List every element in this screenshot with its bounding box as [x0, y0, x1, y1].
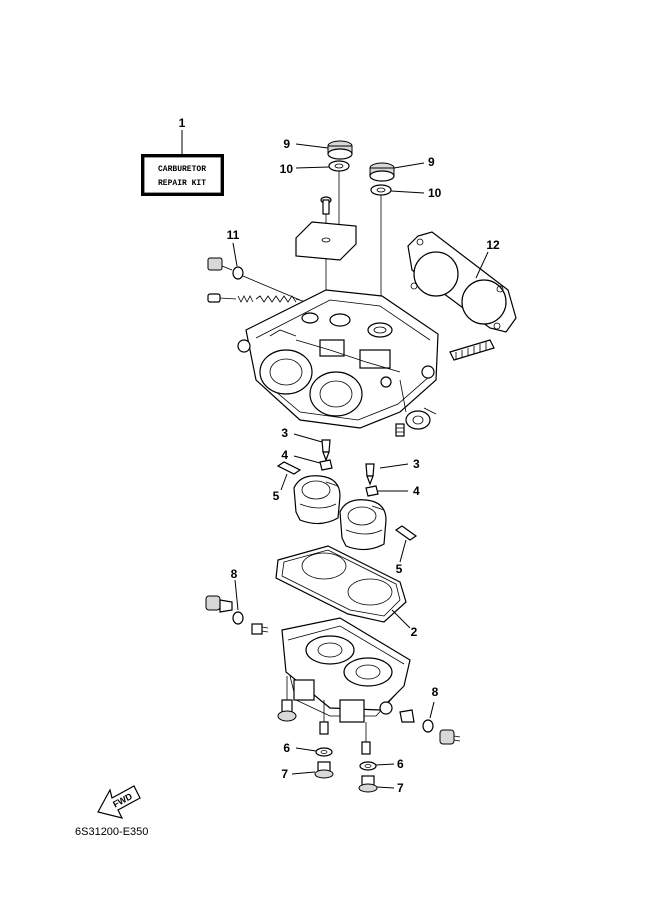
float-left	[293, 475, 341, 525]
plate-screw	[320, 196, 332, 228]
callout-8-right: 8	[432, 685, 439, 699]
diagram-code: 6S31200-E350	[75, 826, 148, 838]
callout-6-left: 6	[283, 741, 290, 755]
washer-10-left	[295, 160, 350, 230]
kit-label-line1: CARBURETOR	[158, 165, 206, 174]
plug-7-left	[291, 761, 334, 779]
callout-1: 1	[179, 116, 186, 130]
repair-kit-box: CARBURETOR REPAIR KIT	[141, 130, 224, 196]
needle-valve-3-left	[293, 433, 331, 462]
plug-screw-9-right	[369, 162, 425, 182]
clip-4-left	[293, 455, 333, 471]
callout-11: 11	[227, 228, 240, 242]
clip-4-right	[365, 485, 408, 497]
callout-10-left: 10	[280, 162, 294, 176]
kit-label-line2: REPAIR KIT	[158, 179, 206, 188]
float-bowl	[281, 617, 411, 723]
plug-screw-9-left	[295, 140, 353, 160]
callout-10-right: 10	[428, 186, 442, 200]
pin-5-left	[276, 461, 302, 491]
float-right	[339, 499, 387, 551]
callout-2: 2	[411, 625, 418, 639]
bowl-bolt-center	[319, 700, 329, 735]
throttle-spring	[449, 339, 495, 361]
drain-screw-8-right	[399, 701, 461, 745]
washer-6-right	[359, 761, 395, 771]
callout-4-right: 4	[413, 484, 420, 498]
callout-3-right: 3	[413, 457, 420, 471]
callout-9-right: 9	[428, 155, 435, 169]
drain-screw-8-left	[205, 579, 269, 635]
plug-7-right	[358, 775, 395, 793]
fwd-arrow-icon: FWD	[97, 785, 141, 819]
pilot-screw-11	[207, 242, 301, 301]
callout-12: 12	[486, 238, 500, 252]
washer-6-left	[295, 747, 333, 757]
callout-7-left: 7	[281, 767, 288, 781]
float-bowl-gasket-2	[275, 545, 411, 629]
needle-valve-3-right	[365, 463, 409, 486]
callout-5-left: 5	[273, 489, 280, 503]
callout-3-left: 3	[281, 426, 288, 440]
gasket-12	[407, 231, 517, 333]
callout-5-right: 5	[396, 562, 403, 576]
callout-7-right: 7	[397, 781, 404, 795]
bowl-bolt-left	[277, 676, 297, 722]
bowl-bolt-right	[361, 722, 371, 755]
callout-4-left: 4	[281, 448, 288, 462]
callout-9-left: 9	[283, 137, 290, 151]
callout-8-left: 8	[231, 567, 238, 581]
callout-6-right: 6	[397, 757, 404, 771]
pin-5-right	[394, 525, 418, 563]
carburetor-body	[237, 289, 439, 437]
